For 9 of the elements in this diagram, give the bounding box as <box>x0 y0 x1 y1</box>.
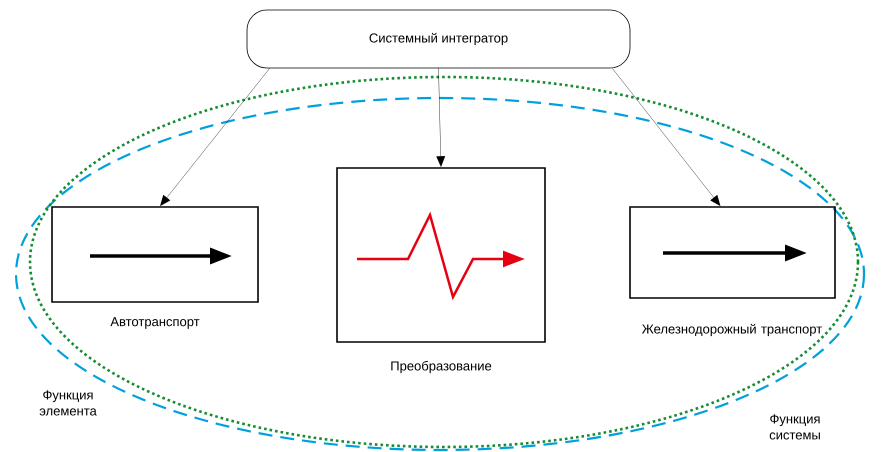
label: Функция системы <box>770 414 820 440</box>
rounded-box: Системный интегратор <box>246 10 630 68</box>
arrow <box>612 68 720 206</box>
arrow <box>436 68 446 167</box>
arrow <box>160 68 270 206</box>
box-caption: Преобразование <box>391 360 492 374</box>
box-caption: Автотранспорт <box>110 317 200 329</box>
box-caption: Железнодорожный транспорт <box>642 324 822 336</box>
label: Функция элемента <box>40 390 97 416</box>
